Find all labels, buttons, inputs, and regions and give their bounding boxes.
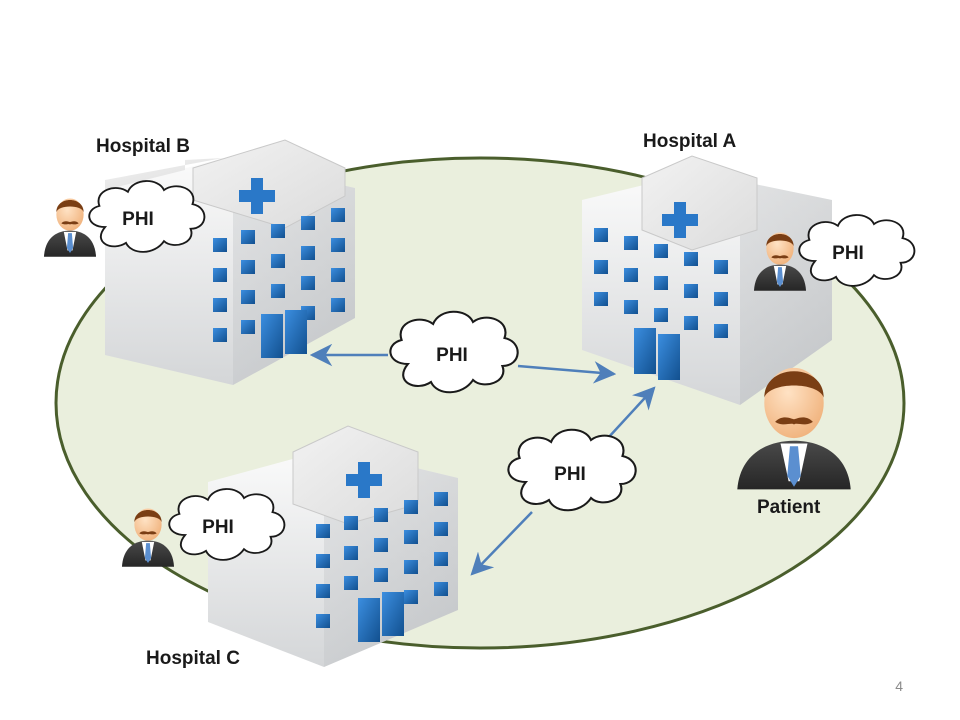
hospital-building-icon: [208, 425, 458, 667]
doctor-icon: [43, 198, 97, 257]
arrow-icon: [309, 343, 656, 576]
phi-label-transfer-ab: PHI: [436, 345, 468, 366]
phi-label-transfer-ac: PHI: [554, 464, 586, 485]
hospital-a-label: Hospital A: [643, 131, 737, 152]
hospital-building-icon: [105, 139, 355, 385]
page-number: 4: [895, 678, 903, 694]
hospital-c-label: Hospital C: [146, 648, 240, 669]
hospital-b-label: Hospital B: [96, 136, 190, 157]
patient-icon: [737, 367, 851, 490]
doctor-icon: [121, 508, 175, 567]
doctor-icon: [753, 232, 807, 291]
phi-label-hospital-b: PHI: [122, 209, 154, 230]
hospital-building-icon: [582, 155, 832, 405]
phi-label-hospital-c: PHI: [202, 517, 234, 538]
patient-label: Patient: [757, 497, 821, 518]
phi-label-hospital-a: PHI: [832, 243, 864, 264]
